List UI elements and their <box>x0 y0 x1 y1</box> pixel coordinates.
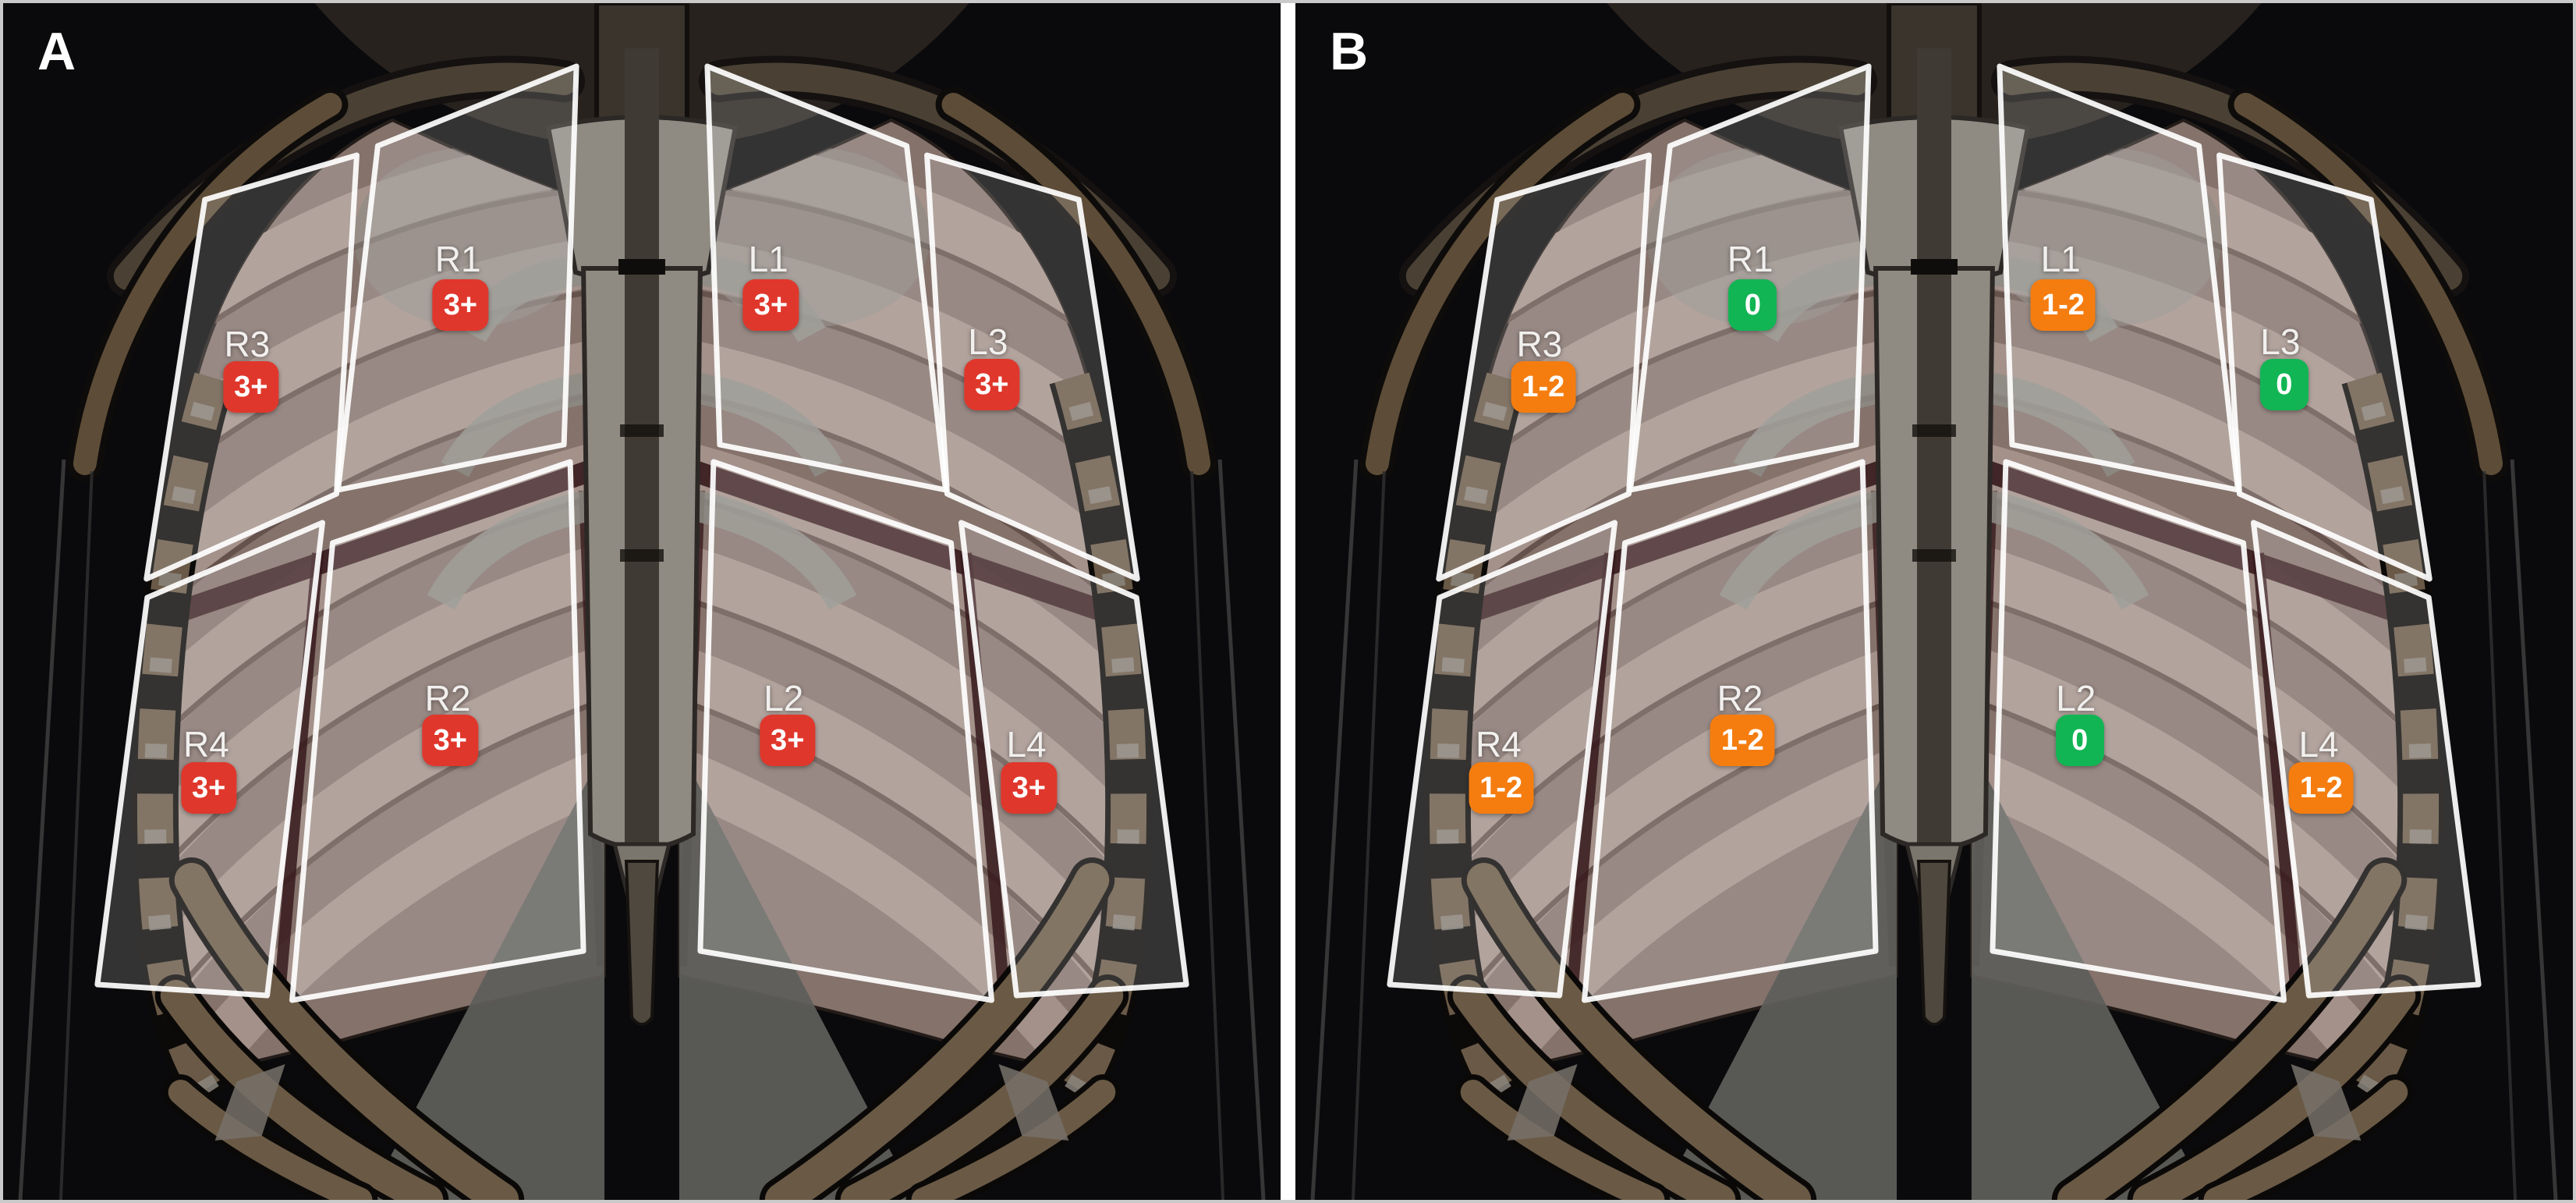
zone-badge-R1: 3+ <box>432 279 489 331</box>
panel-divider <box>1281 3 1295 1200</box>
zone-badge-L2: 3+ <box>760 714 816 766</box>
zone-label-L4: L4 <box>2298 723 2339 765</box>
zone-label-R2: R2 <box>424 678 471 719</box>
zone-label-L3: L3 <box>968 321 1008 363</box>
zone-label-R1: R1 <box>434 239 481 280</box>
zone-badge-L4: 1-2 <box>2288 762 2354 814</box>
zone-label-R1: R1 <box>1727 239 1773 280</box>
zone-label-L3: L3 <box>2260 321 2301 363</box>
zone-badge-L4: 3+ <box>1001 762 1057 814</box>
zone-label-L4: L4 <box>1006 723 1047 765</box>
zone-badge-R2: 1-2 <box>1710 714 1775 766</box>
zone-label-L1: L1 <box>748 239 788 280</box>
thorax-illustration <box>3 3 1281 1200</box>
zone-label-R2: R2 <box>1717 678 1763 719</box>
zone-label-R3: R3 <box>1516 324 1563 365</box>
zone-label-R4: R4 <box>1476 723 1522 765</box>
zone-badge-R3: 3+ <box>223 361 279 413</box>
panel-label-b: B <box>1330 22 1369 81</box>
zone-label-L2: L2 <box>764 678 804 719</box>
zone-badge-L1: 1-2 <box>2030 279 2096 331</box>
zone-label-L2: L2 <box>2056 678 2096 719</box>
zone-badge-R4: 1-2 <box>1469 762 1534 814</box>
zone-badge-R3: 1-2 <box>1511 361 1576 413</box>
thorax-illustration <box>1295 3 2573 1200</box>
zone-badge-L3: 0 <box>2259 359 2308 411</box>
zone-badge-R2: 3+ <box>422 714 478 766</box>
panel-label-a: A <box>37 22 77 81</box>
zone-badge-L2: 0 <box>2055 714 2104 766</box>
zone-label-R3: R3 <box>224 324 271 365</box>
zone-label-L1: L1 <box>2040 239 2081 280</box>
zone-badge-R1: 0 <box>1728 279 1777 331</box>
zone-label-R4: R4 <box>183 723 229 765</box>
zone-badge-L1: 3+ <box>742 279 799 331</box>
zone-badge-R4: 3+ <box>181 762 237 814</box>
zone-badge-L3: 3+ <box>964 359 1020 411</box>
